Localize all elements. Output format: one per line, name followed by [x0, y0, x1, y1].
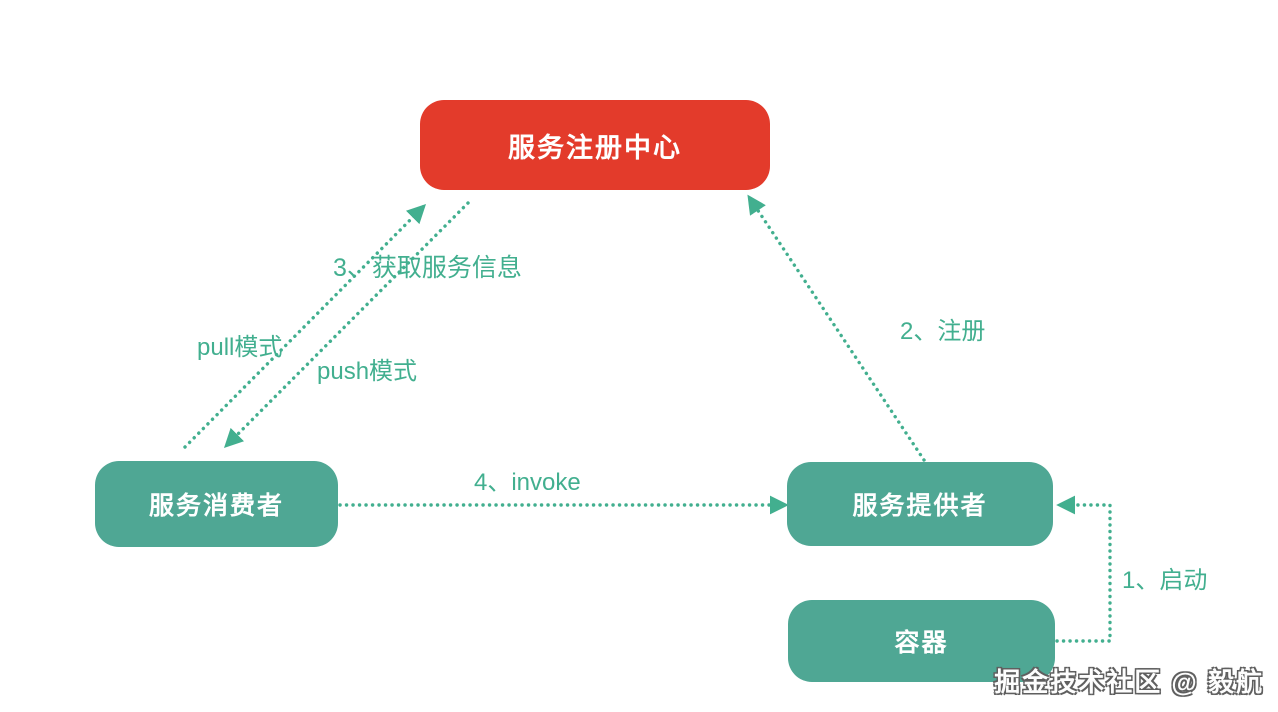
edge-pull-line	[183, 203, 427, 449]
node-container: 容器	[788, 600, 1055, 682]
node-container-label: 容器	[894, 629, 949, 657]
edge-label-push: push模式	[317, 358, 418, 385]
edge-label-start: 1、启动	[1122, 567, 1208, 594]
node-consumer: 服务消费者	[95, 461, 338, 547]
edge-label-fetch: 3、获取服务信息	[333, 254, 522, 282]
edge-label-invoke: 4、invoke	[474, 469, 581, 496]
edge-push-line	[223, 201, 470, 449]
node-provider-label: 服务提供者	[852, 492, 988, 520]
watermark: 掘金技术社区 @ 毅航	[994, 667, 1264, 697]
edge-label-pull: pull模式	[197, 334, 283, 361]
node-registry-label: 服务注册中心	[508, 132, 682, 163]
edge-start-line	[1055, 495, 1112, 643]
node-consumer-label: 服务消费者	[148, 492, 284, 520]
node-provider: 服务提供者	[787, 462, 1053, 546]
node-registry: 服务注册中心	[420, 100, 770, 190]
edge-register-line	[747, 194, 926, 462]
edge-label-register: 2、注册	[900, 318, 986, 345]
